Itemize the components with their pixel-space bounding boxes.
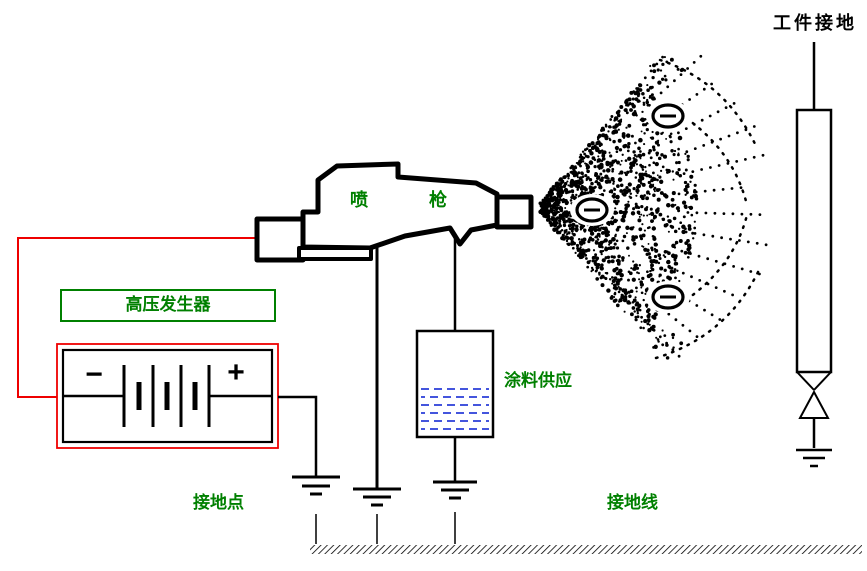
ground-wire-label: 接地线 [607, 493, 658, 512]
spray-field-arcs [654, 58, 762, 360]
workpiece [795, 42, 833, 448]
ground-symbol-paint-icon [433, 480, 477, 500]
paint-container [415, 329, 495, 439]
paint-supply-label: 涂料供应 [504, 371, 572, 390]
workpiece-ground-label: 工件接地 [773, 13, 857, 33]
hv-generator-label-box: 高压发生器 [60, 289, 276, 322]
battery-symbol-icon [63, 365, 272, 427]
battery-minus-sign: − [85, 358, 103, 391]
spray-gun-label: 喷 枪 [350, 190, 476, 210]
battery-plus-sign: + [227, 356, 245, 389]
negative-charge-icon [646, 281, 690, 313]
earth-hatch-bar [310, 545, 862, 554]
gun-nozzle [494, 194, 534, 230]
hv-generator-label: 高压发生器 [125, 295, 211, 315]
negative-charge-icon [646, 100, 690, 132]
ground-symbol-battery-icon [292, 475, 340, 496]
ground-symbol-workpiece-icon [796, 448, 832, 468]
spray-gun-body [254, 161, 534, 263]
paint-liquid [421, 388, 489, 430]
high-voltage-wire [17, 237, 262, 398]
ground-point-label: 接地点 [193, 493, 244, 512]
negative-charge-icon [570, 194, 614, 226]
battery-ground-wire [278, 395, 318, 477]
earth-bar-ticks [315, 512, 456, 544]
ground-symbol-gun-icon [353, 487, 401, 507]
